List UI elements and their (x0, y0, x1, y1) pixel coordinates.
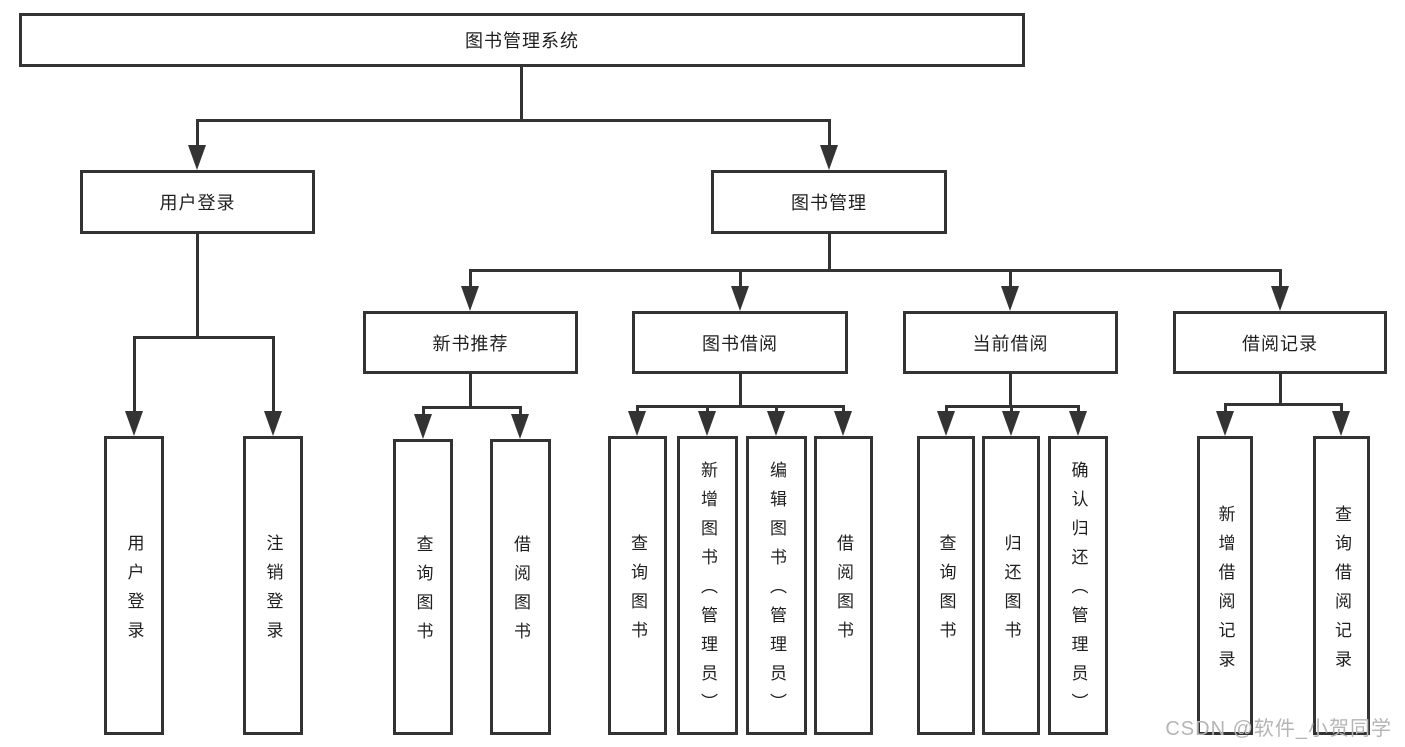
connector-book-borrow-arrowhead-2 (767, 411, 785, 436)
node-leaf-query-book-2: 查询图书 (608, 436, 667, 735)
connector-book-borrow-arrowhead-1 (698, 411, 716, 436)
connector-new-book-recommend-bar (421, 406, 522, 409)
node-leaf-query-book-1: 查询图书 (393, 439, 453, 735)
node-leaf-borrow-book-1: 借阅图书 (490, 439, 551, 735)
connector-book-borrow-bar (635, 405, 845, 408)
node-label-leaf-add-record: 新增借阅记录 (1215, 504, 1235, 679)
node-label-leaf-query-book-1: 查询图书 (413, 535, 433, 651)
connector-root-bar (195, 119, 831, 122)
connector-book-management-arrowhead-1 (731, 286, 749, 311)
node-label-user-login: 用户登录 (159, 193, 236, 213)
connector-borrow-records-arrowhead-1 (1332, 411, 1350, 436)
node-leaf-return-book: 归还图书 (982, 436, 1040, 735)
connector-new-book-recommend-arrowhead-1 (511, 414, 529, 439)
connector-new-book-recommend-stem (468, 372, 472, 409)
connector-book-borrow-stem (738, 372, 742, 408)
connector-root-stem (519, 65, 523, 122)
connector-book-management-stem (827, 232, 831, 272)
node-leaf-edit-book: 编辑图书（管理员） (746, 436, 807, 735)
connector-book-management-arrowhead-0 (461, 286, 479, 311)
node-label-book-borrow: 图书借阅 (702, 333, 778, 354)
connector-user-login-arrowhead-1 (264, 411, 282, 436)
connector-current-borrow-branch-0 (944, 405, 948, 413)
node-label-root: 图书管理系统 (465, 31, 579, 51)
node-label-leaf-query-record: 查询借阅记录 (1332, 504, 1351, 679)
node-label-leaf-edit-book: 编辑图书（管理员） (767, 461, 786, 722)
node-user-login: 用户登录 (80, 170, 315, 234)
node-leaf-borrow-book-2: 借阅图书 (814, 436, 873, 735)
connector-new-book-recommend-branch-0 (421, 406, 425, 416)
connector-book-management-branch-0 (468, 269, 472, 288)
connector-borrow-records-branch-1 (1339, 403, 1343, 413)
connector-borrow-records-arrowhead-0 (1216, 411, 1234, 436)
connector-book-management-bar (468, 269, 1282, 272)
node-label-book-management: 图书管理 (791, 193, 867, 213)
node-leaf-query-book-3: 查询图书 (917, 436, 975, 735)
connector-borrow-records-stem (1278, 372, 1282, 406)
node-label-leaf-return-book: 归还图书 (1001, 533, 1021, 650)
connector-book-borrow-branch-3 (841, 405, 845, 413)
connector-user-login-bar (132, 336, 275, 339)
connector-user-login-branch-0 (132, 336, 136, 413)
connector-root-branch-0 (195, 119, 199, 147)
connector-book-borrow-arrowhead-0 (628, 411, 646, 436)
node-label-leaf-user-login: 用户登录 (124, 533, 144, 650)
connector-book-management-branch-3 (1278, 269, 1282, 288)
node-label-leaf-query-book-3: 查询图书 (936, 533, 956, 650)
node-book-borrow: 图书借阅 (632, 311, 848, 374)
node-current-borrow: 当前借阅 (903, 311, 1118, 374)
connector-new-book-recommend-arrowhead-0 (414, 414, 432, 439)
connector-user-login-arrowhead-0 (125, 411, 143, 436)
connector-current-borrow-arrowhead-2 (1069, 411, 1087, 436)
node-label-leaf-confirm-return: 确认归还（管理员） (1068, 461, 1088, 722)
node-new-book-recommend: 新书推荐 (363, 311, 578, 374)
node-book-management: 图书管理 (711, 170, 947, 234)
connector-current-borrow-arrowhead-0 (937, 411, 955, 436)
node-label-leaf-borrow-book-2: 借阅图书 (834, 533, 853, 650)
connector-book-borrow-arrowhead-3 (834, 411, 852, 436)
node-leaf-add-record: 新增借阅记录 (1197, 436, 1253, 735)
connector-user-login-stem (195, 232, 199, 339)
node-leaf-user-login: 用户登录 (104, 436, 164, 735)
csdn-watermark: CSDN @软件_小贺同学 (1165, 718, 1392, 740)
node-label-new-book-recommend: 新书推荐 (432, 333, 509, 354)
connector-book-management-branch-1 (738, 269, 742, 288)
connector-book-borrow-branch-1 (705, 405, 709, 413)
connector-book-borrow-branch-0 (635, 405, 639, 413)
connector-root-branch-1 (827, 119, 831, 147)
connector-book-borrow-branch-2 (774, 405, 778, 413)
node-label-leaf-query-book-2: 查询图书 (628, 533, 647, 650)
connector-current-borrow-branch-1 (1009, 405, 1013, 413)
node-label-leaf-borrow-book-1: 借阅图书 (511, 535, 530, 651)
node-root: 图书管理系统 (19, 13, 1025, 67)
node-borrow-records: 借阅记录 (1173, 311, 1387, 374)
connector-root-arrowhead-1 (820, 145, 838, 170)
node-leaf-logout: 注销登录 (243, 436, 303, 735)
node-label-leaf-add-book: 新增图书（管理员） (698, 461, 717, 722)
connector-user-login-branch-1 (271, 336, 275, 413)
connector-current-borrow-stem (1008, 372, 1012, 408)
node-leaf-add-book: 新增图书（管理员） (677, 436, 738, 735)
connector-borrow-records-bar (1223, 403, 1343, 406)
connector-book-management-arrowhead-3 (1271, 286, 1289, 311)
node-label-leaf-logout: 注销登录 (263, 533, 283, 650)
connector-new-book-recommend-branch-1 (518, 406, 522, 416)
connector-current-borrow-branch-2 (1076, 405, 1080, 413)
node-leaf-query-record: 查询借阅记录 (1313, 436, 1370, 735)
connector-book-management-branch-2 (1008, 269, 1012, 288)
connector-current-borrow-arrowhead-1 (1002, 411, 1020, 436)
node-label-current-borrow: 当前借阅 (972, 333, 1049, 354)
connector-root-arrowhead-0 (188, 145, 206, 170)
node-leaf-confirm-return: 确认归还（管理员） (1048, 436, 1108, 735)
connector-book-management-arrowhead-2 (1001, 286, 1019, 311)
node-label-borrow-records: 借阅记录 (1242, 333, 1318, 354)
connector-borrow-records-branch-0 (1223, 403, 1227, 413)
